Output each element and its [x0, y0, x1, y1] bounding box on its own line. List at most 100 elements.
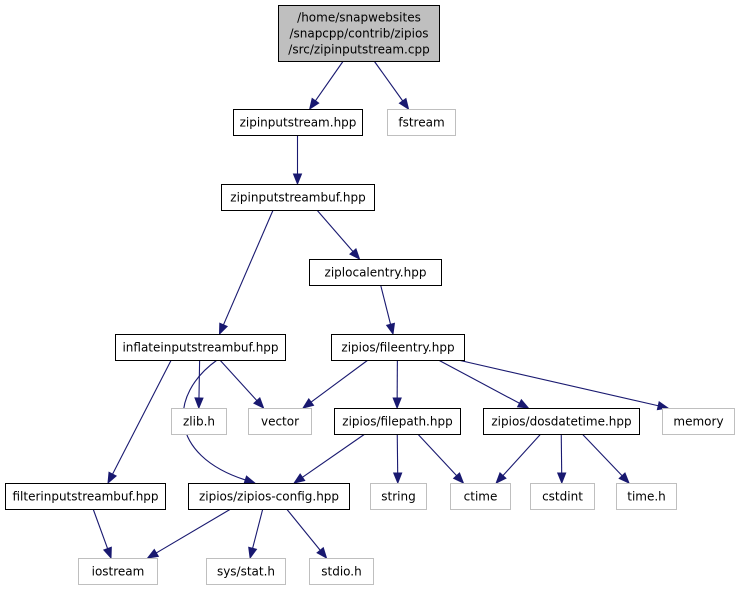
node-zipinputstreambuf-hpp[interactable]: zipinputstreambuf.hpp	[221, 184, 375, 211]
arrowhead-icon	[618, 472, 630, 484]
node-label: zlib.h	[183, 415, 215, 429]
edge-line	[316, 209, 354, 252]
node-label: zipinputstream.hpp	[240, 116, 357, 130]
node-label: inflateinputstreambuf.hpp	[122, 341, 278, 355]
arrowhead-icon	[218, 322, 229, 336]
arrowhead-icon	[102, 546, 112, 560]
edge-zipinputstreambuf-hpp-to-inflateinputstreambuf-hpp	[218, 209, 274, 336]
arrowhead-icon	[349, 247, 361, 261]
edge-line	[502, 433, 542, 476]
node-label: vector	[261, 415, 299, 429]
node-inflateinputstreambuf-hpp[interactable]: inflateinputstreambuf.hpp	[115, 334, 286, 361]
node-string: string	[370, 483, 427, 510]
edge-inflateinputstreambuf-hpp-to-filterinputstreambuf-hpp	[107, 359, 172, 485]
node-zipios-config-hpp[interactable]: zipios/zipios-config.hpp	[188, 483, 350, 510]
arrowhead-icon	[253, 397, 265, 409]
node-box	[309, 259, 442, 286]
edge-line	[156, 508, 232, 554]
edge-line	[417, 433, 457, 477]
edge-filepath-hpp-to-ctime	[417, 433, 465, 484]
node-label: sys/stat.h	[217, 565, 275, 579]
node-iostream: iostream	[78, 558, 158, 585]
edge-line	[373, 60, 404, 102]
node-box	[309, 558, 374, 585]
edge-line	[314, 60, 344, 102]
node-filepath-hpp[interactable]: zipios/filepath.hpp	[334, 408, 461, 435]
edge-zipios-config-hpp-to-stdio-h	[286, 508, 328, 560]
edge-dosdatetime-hpp-to-time-h	[581, 433, 630, 484]
node-box	[248, 408, 312, 435]
edge-ziplocalentry-hpp-to-fileentry-hpp	[380, 284, 396, 336]
edge-dosdatetime-hpp-to-ctime	[495, 433, 542, 484]
node-label: filterinputstreambuf.hpp	[12, 490, 158, 504]
node-time-h: time.h	[616, 483, 677, 510]
edge-filterinputstreambuf-hpp-to-iostream	[92, 508, 112, 560]
edge-line	[286, 508, 321, 551]
edge-line	[581, 433, 623, 477]
edge-line	[438, 359, 520, 404]
node-label: time.h	[627, 490, 666, 504]
node-box	[171, 408, 227, 435]
edge-line	[112, 359, 172, 475]
node-box	[206, 558, 286, 585]
node-label: zipios/filepath.hpp	[342, 415, 452, 429]
node-ziplocalentry-hpp[interactable]: ziplocalentry.hpp	[309, 259, 442, 286]
edge-zipios-config-hpp-to-sys-stat-h	[248, 508, 264, 560]
edge-zipios-config-hpp-to-iostream	[146, 508, 232, 559]
node-label: zipios/fileentry.hpp	[341, 341, 454, 355]
arrowhead-icon	[293, 473, 306, 484]
arrowhead-icon	[248, 546, 258, 560]
node-dosdatetime-hpp[interactable]: zipios/dosdatetime.hpp	[483, 408, 640, 435]
arrowhead-icon	[292, 173, 303, 186]
node-zipinputstream-hpp[interactable]: zipinputstream.hpp	[233, 109, 363, 136]
edge-fileentry-hpp-to-memory	[457, 359, 670, 411]
edge-inflateinputstreambuf-hpp-to-zlib-h	[194, 359, 204, 410]
node-box	[233, 109, 363, 136]
node-box	[331, 334, 465, 361]
node-label: stdio.h	[321, 565, 361, 579]
node-sys-stat-h: sys/stat.h	[206, 558, 286, 585]
edge-fileentry-hpp-to-filepath-hpp	[392, 359, 402, 410]
edge-line	[380, 284, 392, 325]
node-label: ctime	[464, 490, 498, 504]
node-box	[483, 408, 640, 435]
edge-line	[457, 359, 659, 407]
node-label: fstream	[398, 116, 444, 130]
arrowhead-icon	[107, 471, 118, 485]
node-label: ziplocalentry.hpp	[325, 266, 427, 280]
node-label: /home/snapwebsites	[297, 11, 421, 25]
node-box	[5, 483, 166, 510]
node-ctime: ctime	[450, 483, 511, 510]
node-box	[115, 334, 286, 361]
arrowhead-icon	[495, 472, 507, 484]
node-label: string	[381, 490, 415, 504]
node-filterinputstreambuf-hpp[interactable]: filterinputstreambuf.hpp	[5, 483, 166, 510]
node-label: /src/zipinputstream.cpp	[288, 43, 429, 57]
node-box	[662, 408, 735, 435]
arrowhead-icon	[302, 397, 315, 409]
node-label: memory	[673, 415, 723, 429]
node-zlib-h: zlib.h	[171, 408, 227, 435]
edges-layer	[92, 60, 670, 560]
edge-line	[310, 359, 369, 403]
edge-zipinputstreambuf-hpp-to-ziplocalentry-hpp	[316, 209, 361, 261]
edge-main-to-zipinputstream-hpp	[308, 60, 344, 111]
nodes-layer: /home/snapwebsites/snapcpp/contrib/zipio…	[5, 5, 735, 585]
node-box	[530, 483, 595, 510]
arrowhead-icon	[556, 472, 567, 485]
node-fileentry-hpp[interactable]: zipios/fileentry.hpp	[331, 334, 465, 361]
edge-dosdatetime-hpp-to-cstdint	[556, 433, 567, 485]
arrowhead-icon	[194, 397, 204, 410]
edge-filepath-hpp-to-string	[392, 433, 403, 485]
edge-fileentry-hpp-to-dosdatetime-hpp	[438, 359, 530, 409]
node-main[interactable]: /home/snapwebsites/snapcpp/contrib/zipio…	[278, 5, 440, 62]
arrowhead-icon	[316, 546, 328, 560]
edge-line	[252, 508, 264, 549]
node-box	[450, 483, 511, 510]
node-box	[188, 483, 350, 510]
node-label: zipios/dosdatetime.hpp	[491, 415, 631, 429]
arrowhead-icon	[146, 548, 160, 559]
edge-filepath-hpp-to-zipios-config-hpp	[293, 433, 366, 484]
edge-line	[219, 359, 258, 401]
